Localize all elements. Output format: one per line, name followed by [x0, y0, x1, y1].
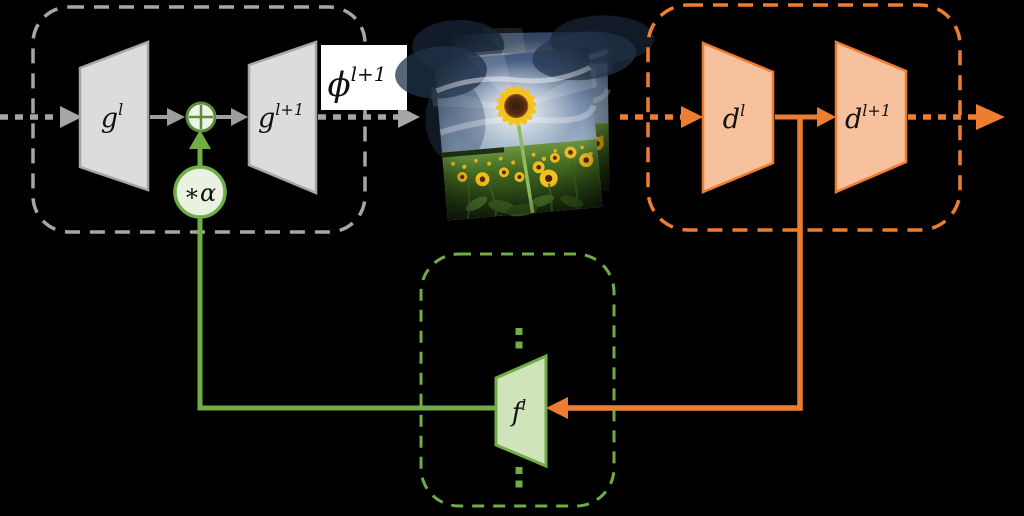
- sum-node: [185, 101, 217, 133]
- g-l1-output-arrow-icon: [398, 106, 420, 128]
- discriminator-stage: dl dl+1: [546, 3, 1005, 419]
- phi-label: ϕl+1: [327, 62, 386, 105]
- alpha-circle: [173, 165, 227, 219]
- discriminator-output-arrow-icon: [976, 104, 1005, 130]
- d-l-label: dl: [723, 101, 745, 135]
- feedback-block-f-l: fl: [494, 353, 548, 469]
- alpha-scale-node: ∗α: [173, 165, 227, 219]
- g-l-label: gl: [101, 100, 123, 134]
- phi-output-label: ϕl+1: [321, 45, 407, 110]
- alpha-to-sum-arrow-icon: [189, 130, 211, 149]
- generator-input-arrow-icon: [60, 106, 82, 128]
- g-l1-trapezoid: [247, 40, 318, 195]
- generator-block-g-l: gl: [78, 40, 150, 192]
- g-l-trapezoid: [78, 40, 150, 192]
- discriminator-feedback-line: [568, 119, 803, 411]
- generator-block-g-l1: gl+1: [247, 40, 318, 195]
- d-l1-label: dl+1: [845, 101, 891, 135]
- discriminator-block-d-l1: dl+1: [834, 40, 908, 194]
- alpha-label: ∗α: [184, 179, 217, 207]
- g-l1-label: gl+1: [258, 100, 304, 134]
- phi-label-box: [321, 45, 407, 110]
- feedback-to-f-l-arrow-icon: [546, 397, 568, 419]
- d-l-trapezoid: [701, 41, 775, 194]
- feedback-return-line: [197, 218, 496, 411]
- sum-to-g-l1-arrow-icon: [231, 108, 248, 126]
- f-l-trapezoid: [494, 353, 548, 469]
- discriminator-block-d-l: dl: [701, 41, 775, 194]
- g-l-to-sum-arrow-icon: [167, 108, 185, 126]
- feedback-stage-box: [419, 252, 616, 508]
- generator-stage: gl gl+1 ϕl+1: [0, 5, 420, 234]
- discriminator-input-arrow-icon: [681, 106, 703, 128]
- d-l-to-d-l1-arrow-icon: [817, 107, 836, 127]
- feedback-stage: fl ∗α: [173, 130, 616, 508]
- d-l1-trapezoid: [834, 40, 908, 194]
